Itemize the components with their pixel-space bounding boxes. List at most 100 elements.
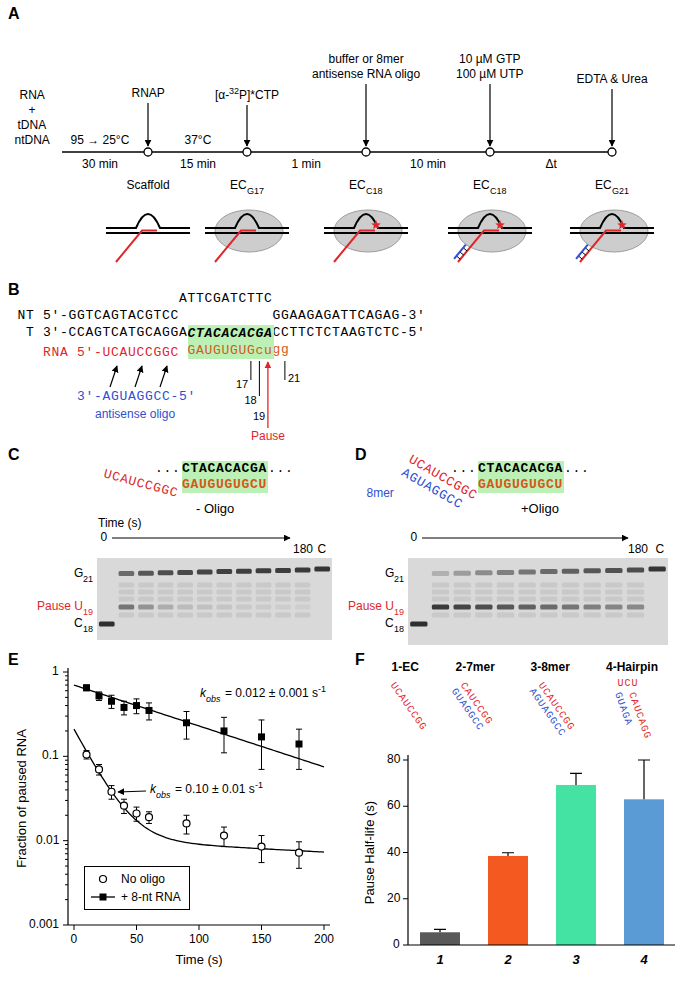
gel-band	[540, 590, 557, 595]
gel-band	[138, 590, 154, 595]
band-subscript: 18	[394, 624, 404, 634]
band-label: Pause U	[348, 600, 394, 614]
gel-band	[497, 583, 514, 588]
gel-band	[295, 583, 311, 588]
gel-band	[649, 567, 666, 572]
error-bar	[146, 812, 152, 824]
gel-band	[497, 613, 514, 618]
reagent-label: ntDNA	[15, 134, 50, 148]
legend-label: + 8-nt RNA	[121, 890, 181, 904]
axis-minor-tick	[65, 769, 68, 770]
gel-band	[119, 583, 135, 588]
bar	[488, 856, 528, 945]
reagent-label: tDNA	[18, 119, 47, 133]
panel-a-art	[62, 84, 654, 262]
axis-minor-tick	[65, 705, 68, 706]
gel-band	[256, 590, 272, 595]
data-point-oligo	[296, 741, 303, 748]
error-bar	[109, 786, 115, 800]
axis-minor-tick	[65, 680, 68, 681]
template-sequence: CTACACACGA	[188, 325, 274, 342]
band-label: C	[385, 617, 394, 631]
construct-label: 4-Hairpin	[606, 661, 658, 675]
rna-sequence: GAUGUGUGCU	[182, 477, 268, 493]
step-duration: 1 min	[292, 158, 321, 172]
axis-title: Time (s)	[98, 517, 142, 531]
error-bar	[570, 773, 582, 785]
axis-tick	[199, 925, 200, 930]
data-point-no-oligo	[183, 820, 190, 827]
gel-band	[295, 590, 311, 595]
tick-label: 150	[252, 933, 272, 947]
gel-band	[519, 597, 536, 602]
position-number: 21	[288, 372, 300, 385]
lane-label: C	[318, 543, 327, 557]
gel-band	[236, 583, 252, 588]
gel-band	[177, 570, 193, 575]
construct-label: 2-7mer	[456, 661, 495, 675]
band-label: G	[74, 567, 83, 581]
complex-label: EC	[230, 179, 247, 193]
panel-letter: F	[355, 651, 365, 669]
gel-band	[119, 571, 135, 576]
gel-band	[627, 613, 644, 618]
gel-band	[177, 597, 193, 602]
gel-band	[119, 605, 135, 610]
dna-sequence: GGAAGAGATTCAGAG-3'	[273, 309, 426, 324]
ellipsis: ...	[268, 462, 294, 477]
addition-arrow	[611, 89, 612, 146]
gel-band	[197, 583, 213, 588]
addition-arrow	[147, 103, 148, 146]
error-bar	[121, 799, 127, 813]
error-bar	[121, 701, 127, 715]
construct-label: 3-8mer	[531, 661, 570, 675]
reagent-label: +	[29, 104, 36, 118]
gel-band	[216, 597, 232, 602]
timepoint-circle	[243, 148, 251, 156]
gel-band	[138, 597, 154, 602]
gel-band	[236, 590, 252, 595]
complex-subscript: G21	[612, 186, 629, 196]
data-point-oligo	[108, 698, 115, 705]
tick-label: 1	[52, 665, 59, 679]
band-subscript: 21	[394, 574, 404, 584]
gel-band	[605, 590, 622, 595]
tick-label: 50	[130, 933, 143, 947]
gel-band	[497, 590, 514, 595]
data-point-no-oligo	[258, 843, 265, 850]
gel-band	[562, 590, 579, 595]
category-label: 4	[641, 953, 648, 968]
gel-band	[275, 568, 291, 573]
gel-band	[256, 597, 272, 602]
pause-label: Pause	[251, 430, 285, 444]
gel-band	[256, 613, 272, 618]
gel-band	[314, 567, 330, 572]
gel-band	[158, 583, 174, 588]
gel-band	[519, 570, 536, 575]
dna-template-strand	[324, 232, 408, 234]
step-duration: 15 min	[180, 158, 216, 172]
gel-band	[605, 613, 622, 618]
axis-tick	[324, 925, 325, 930]
template-sequence: CTACACACGA	[478, 461, 564, 477]
gel-band	[627, 583, 644, 588]
gel-band	[158, 570, 174, 575]
antisense-oligo	[454, 245, 466, 259]
annealing-arrow	[160, 366, 167, 387]
hybrid-highlight-box: CTACACACGAGAUGUGUGcu	[188, 325, 274, 359]
reagent-label: RNA	[20, 89, 45, 103]
y-axis	[407, 755, 408, 945]
error-bar	[184, 815, 190, 834]
gel-band	[119, 590, 135, 595]
data-point-oligo	[96, 692, 103, 699]
fit-curve-oligo	[74, 685, 324, 767]
rate-annotation: = 0.012 ± 0.001 s	[225, 687, 318, 701]
gel-band	[475, 583, 492, 588]
label-star	[371, 220, 381, 229]
gel-band	[475, 605, 492, 610]
oligo-label: antisense oligo	[95, 408, 175, 422]
gel-band	[275, 597, 291, 602]
gel-band	[275, 590, 291, 595]
axis-tick	[136, 925, 137, 930]
